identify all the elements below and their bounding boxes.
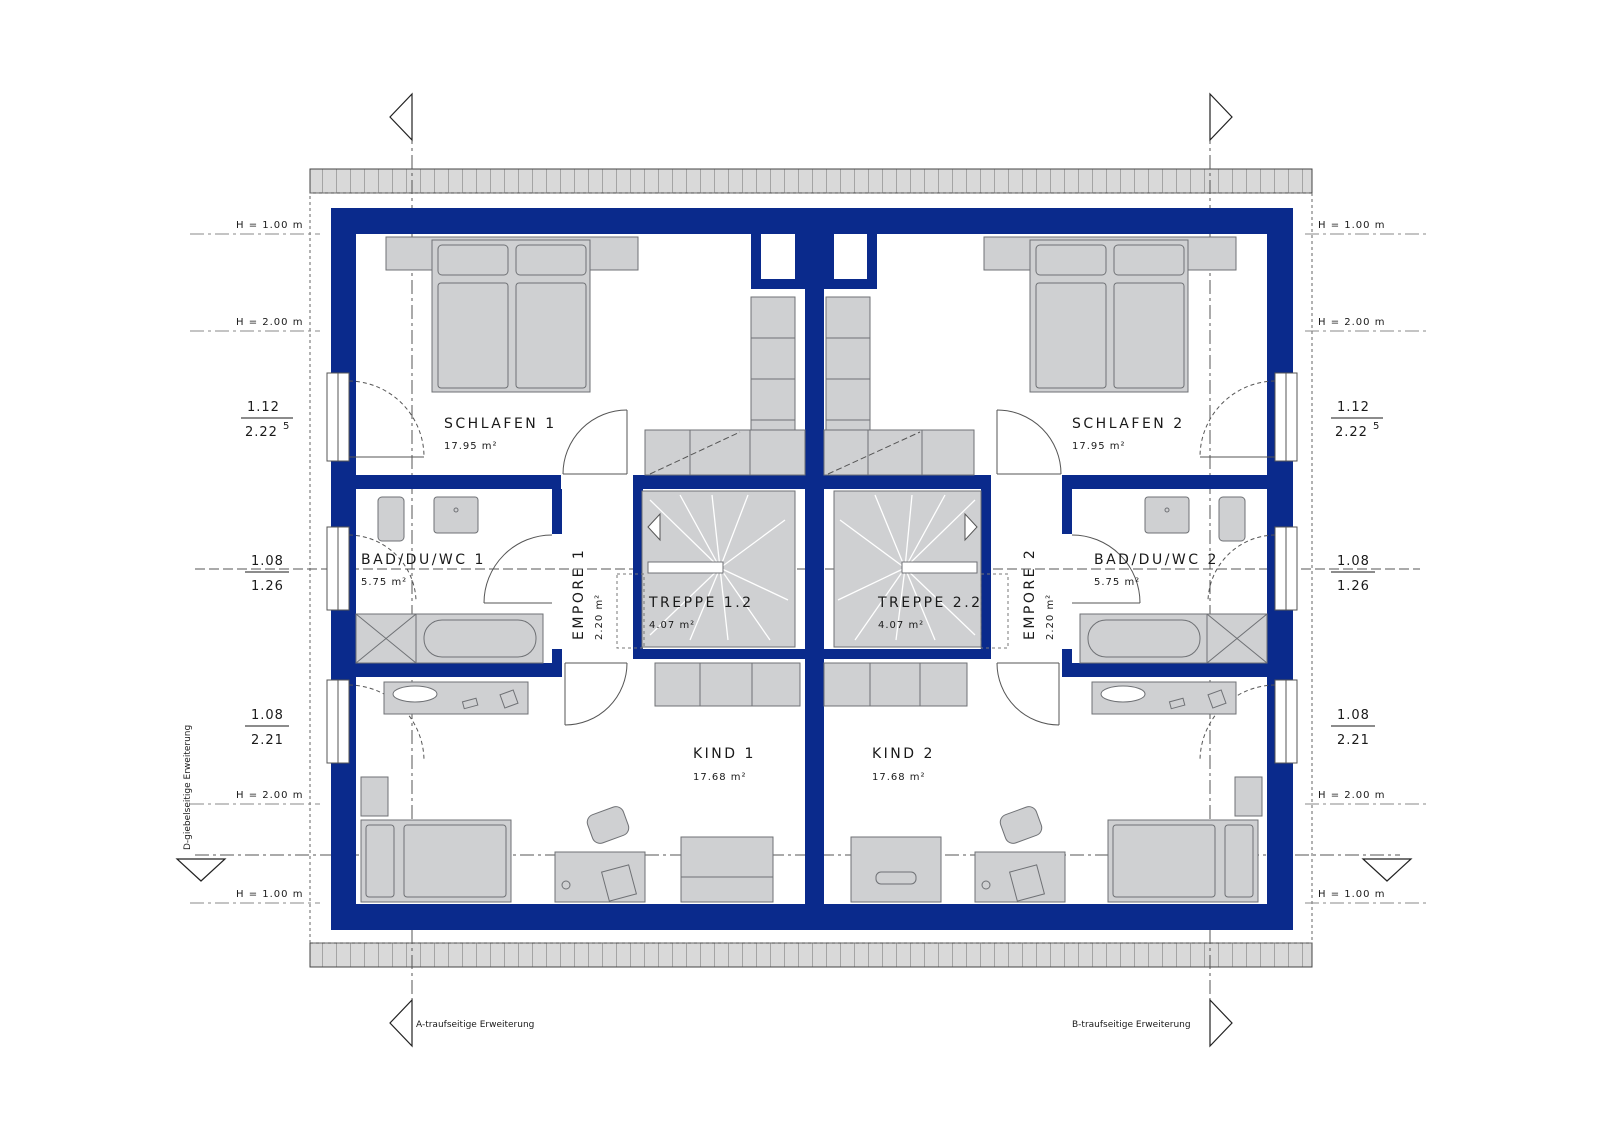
bath-fixtures-left [355,496,544,715]
height-label-left-2: H = 2.00 m [236,317,303,328]
window-dim-top-right-sup: 5 [1373,421,1380,432]
height-label-left-3: H = 2.00 m [236,790,303,801]
height-label-right-2: H = 2.00 m [1318,317,1385,328]
room-label-bad-1: BAD/DU/WC 1 [361,552,486,568]
kids-furniture-left [360,776,774,903]
note-d-side: D-giebelseitige Erweiterung [183,725,193,850]
room-area-schlafen-1: 17.95 m² [444,441,498,452]
room-label-schlafen-2: SCHLAFEN 2 [1072,416,1185,432]
window-dim-top-left-lower: 2.22 [245,425,278,440]
window-dim-mid-left-lower: 1.26 [251,579,284,594]
stair-treads-outer [644,429,975,707]
section-arrows [175,92,1413,1048]
room-area-bad-1: 5.75 m² [361,577,407,588]
window-dim-mid-right-lower: 1.26 [1337,579,1370,594]
height-label-left-1: H = 1.00 m [236,220,303,231]
extension-boundary [309,192,1313,944]
room-label-treppe-1: TREPPE 1.2 [648,595,754,611]
room-label-kind-2: KIND 2 [872,746,935,762]
room-label-schlafen-1: SCHLAFEN 1 [444,416,557,432]
window-dim-top-left-sup: 5 [283,421,290,432]
height-label-right-3: H = 2.00 m [1318,790,1385,801]
window-dim-mid-left-upper: 1.08 [251,554,284,569]
window-dim-mid-right-upper: 1.08 [1337,554,1370,569]
room-area-empore-1: 2.20 m² [594,594,605,640]
room-area-kind-2: 17.68 m² [872,772,926,783]
window-dim-bottom-right-upper: 1.08 [1337,708,1370,723]
double-bed-left [385,236,639,393]
room-label-empore-1: EMPORE 1 [571,548,587,640]
window-dim-bottom-left-lower: 2.21 [251,733,284,748]
bath-fixtures-right [1079,496,1268,715]
note-b-side: B-traufseitige Erweiterung [1072,1020,1191,1030]
room-area-treppe-1: 4.07 m² [649,620,695,631]
height-label-left-4: H = 1.00 m [236,889,303,900]
room-area-empore-2: 2.20 m² [1045,594,1056,640]
interior-walls [356,234,1267,904]
note-a-side: A-traufseitige Erweiterung [416,1020,534,1030]
room-label-kind-1: KIND 1 [693,746,756,762]
kids-furniture-right [850,776,1263,903]
height-label-right-4: H = 1.00 m [1318,889,1385,900]
double-bed-right [983,236,1237,393]
room-label-empore-2: EMPORE 2 [1022,548,1038,640]
window-dim-bottom-right-lower: 2.21 [1337,733,1370,748]
stair-arrows [647,512,978,542]
room-area-kind-1: 17.68 m² [693,772,747,783]
room-label-bad-2: BAD/DU/WC 2 [1094,552,1219,568]
room-area-schlafen-2: 17.95 m² [1072,441,1126,452]
window-dim-top-left-upper: 1.12 [247,400,280,415]
window-dim-top-right-lower: 2.22 [1335,425,1368,440]
window-dim-bottom-left-upper: 1.08 [251,708,284,723]
roof-strip-top [309,168,1313,194]
room-label-treppe-2: TREPPE 2.2 [877,595,983,611]
window-dim-top-right-upper: 1.12 [1337,400,1370,415]
roof-strip-bottom [309,942,1313,968]
room-area-treppe-2: 4.07 m² [878,620,924,631]
room-area-bad-2: 5.75 m² [1094,577,1140,588]
height-label-right-1: H = 1.00 m [1318,220,1385,231]
